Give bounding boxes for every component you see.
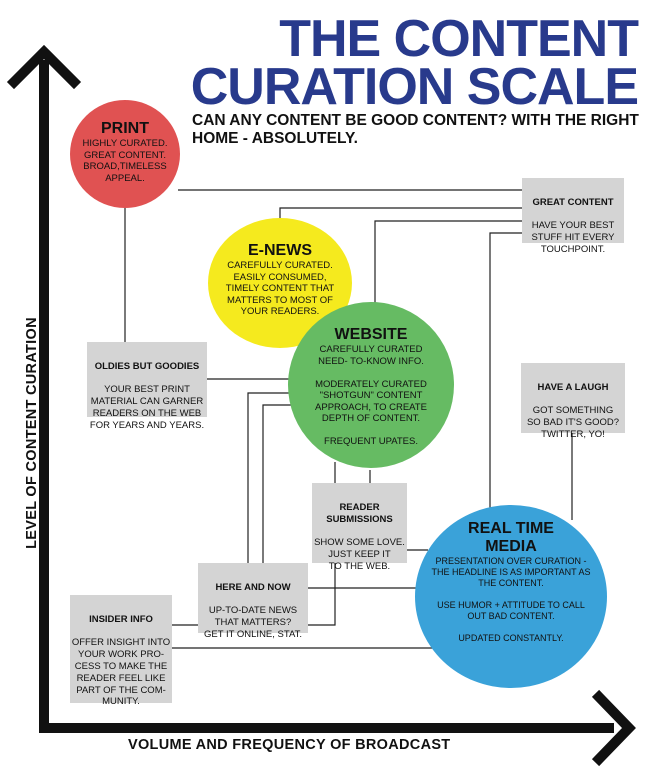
great-content-body: HAVE YOUR BEST STUFF HIT EVERY TOUCHPOIN… (531, 220, 615, 255)
box-reader-submissions: READER SUBMISSIONS SHOW SOME LOVE. JUST … (312, 483, 407, 572)
laugh-heading: HAVE A LAUGH (537, 381, 609, 393)
circle-realtime: REAL TIME MEDIA PRESENTATION OVER CURATI… (415, 505, 607, 688)
great-content-heading: GREAT CONTENT (532, 196, 614, 208)
connector-realtime-great (489, 232, 522, 510)
reader-body: SHOW SOME LOVE. JUST KEEP IT TO THE WEB. (314, 537, 405, 572)
y-axis-arrowhead-icon (6, 44, 82, 90)
realtime-body: PRESENTATION OVER CURATION - THE HEADLIN… (431, 556, 591, 643)
reader-heading: READER SUBMISSIONS (326, 501, 393, 525)
herenow-body: UP-TO-DATE NEWS THAT MATTERS? GET IT ONL… (203, 605, 302, 640)
realtime-heading: REAL TIME MEDIA (468, 520, 554, 555)
insider-heading: INSIDER INFO (89, 613, 153, 625)
print-body: HIGHLY CURATED. GREAT CONTENT. BROAD,TIM… (82, 138, 168, 184)
y-axis-line (39, 60, 49, 733)
website-heading: WEBSITE (334, 326, 408, 343)
connector-website-herenow1 (247, 392, 300, 563)
box-here-and-now: HERE AND NOW UP-TO-DATE NEWS THAT MATTER… (198, 563, 308, 640)
circle-print: PRINT HIGHLY CURATED. GREAT CONTENT. BRO… (70, 100, 180, 208)
connector-website-great (374, 220, 522, 305)
axes (39, 60, 614, 733)
x-axis-arrowhead-icon (591, 689, 636, 767)
oldies-heading: OLDIES BUT GOODIES (94, 360, 200, 372)
y-axis-label: LEVEL OF CONTENT CURATION (24, 317, 40, 549)
box-oldies: OLDIES BUT GOODIES YOUR BEST PRINT MATER… (87, 342, 207, 431)
herenow-heading: HERE AND NOW (215, 581, 291, 593)
circle-website: WEBSITE CAREFULLY CURATED NEED- TO-KNOW … (288, 302, 454, 468)
enews-heading: E-NEWS (248, 242, 312, 259)
insider-body: OFFER INSIGHT INTO YOUR WORK PRO- CESS T… (71, 637, 171, 708)
box-have-a-laugh: HAVE A LAUGH GOT SOMETHING SO BAD IT'S G… (521, 363, 625, 440)
x-axis-line (39, 723, 614, 733)
box-insider-info: INSIDER INFO OFFER INSIGHT INTO YOUR WOR… (70, 595, 172, 707)
x-axis-label: VOLUME AND FREQUENCY OF BROADCAST (128, 737, 451, 753)
oldies-body: YOUR BEST PRINT MATERIAL CAN GARNER READ… (89, 384, 205, 431)
print-heading: PRINT (101, 120, 149, 137)
laugh-body: GOT SOMETHING SO BAD IT'S GOOD? TWITTER,… (526, 405, 620, 440)
enews-body: CAREFULLY CURATED. EASILY CONSUMED, TIME… (225, 260, 335, 317)
title-line-2: CURATION SCALE (190, 58, 639, 116)
axis-arrows (6, 44, 636, 767)
title-line-1: THE CONTENT (279, 10, 639, 68)
box-great-content: GREAT CONTENT HAVE YOUR BEST STUFF HIT E… (522, 178, 624, 255)
subtitle: CAN ANY CONTENT BE GOOD CONTENT? WITH TH… (192, 112, 639, 147)
website-body: CAREFULLY CURATED NEED- TO-KNOW INFO. MO… (315, 344, 427, 447)
